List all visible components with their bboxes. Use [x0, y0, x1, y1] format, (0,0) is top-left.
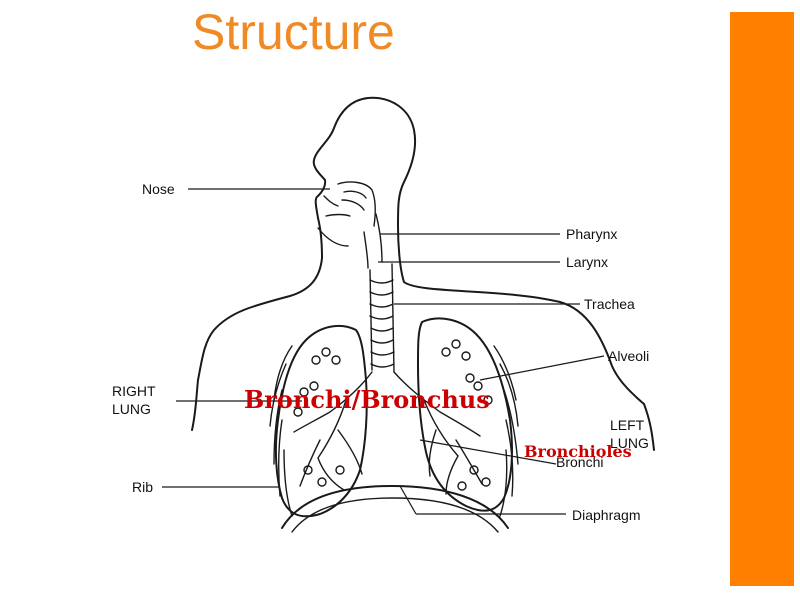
label-pharynx: Pharynx: [566, 226, 617, 242]
overlay-bronchioles: Bronchioles: [524, 442, 632, 461]
leader-lines: [162, 189, 604, 514]
label-right-lung-line1: RIGHT: [112, 383, 156, 399]
overlay-bronchi-bronchus: Bronchi/Bronchus: [244, 385, 490, 414]
diaphragm: [282, 486, 508, 528]
label-trachea: Trachea: [584, 296, 635, 312]
label-alveoli: Alveoli: [608, 348, 649, 364]
label-larynx: Larynx: [566, 254, 608, 270]
trachea: [370, 264, 394, 372]
diaphragm-inner: [292, 498, 498, 532]
pharynx-tube: [364, 214, 382, 268]
right-arm-outline: [192, 380, 198, 430]
nasal-cavity: [338, 182, 375, 226]
label-right-lung-line2: LUNG: [112, 401, 151, 417]
label-left-lung-line1: LEFT: [610, 417, 645, 433]
left-shoulder-outline: [198, 258, 322, 380]
left-lung: [418, 318, 512, 510]
label-nose: Nose: [142, 181, 175, 197]
face-detail: [318, 196, 350, 246]
label-rib: Rib: [132, 479, 153, 495]
label-diaphragm: Diaphragm: [572, 507, 640, 523]
